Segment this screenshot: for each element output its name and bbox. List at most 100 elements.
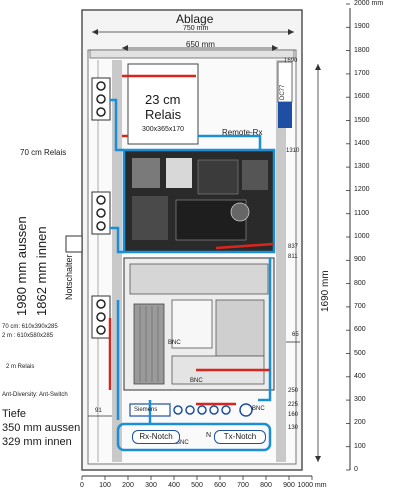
x-tick-label: 1000 mm xyxy=(297,482,327,489)
y-tick-label: 400 xyxy=(354,372,366,380)
dc77-label: DC77 xyxy=(280,84,286,100)
y-tick-label: 1800 xyxy=(354,46,370,54)
x-tick-label: 200 xyxy=(122,482,134,489)
bnc-label-1: BNC xyxy=(168,340,181,346)
y-tick-label: 1900 xyxy=(354,23,370,31)
antenna-panel-bottom xyxy=(91,295,111,339)
n160-label: 160 xyxy=(288,412,299,418)
y-tick-label: 1700 xyxy=(354,69,370,77)
arrow-750-right xyxy=(288,29,294,35)
switch-knob-4 xyxy=(209,405,219,415)
antenna-panel-top xyxy=(91,77,111,121)
x-tick-label: 500 xyxy=(191,482,203,489)
y-tick-label: 500 xyxy=(354,349,366,357)
x-tick-label: 900 xyxy=(283,482,295,489)
switch-knob-5 xyxy=(221,405,231,415)
relay-23cm-box xyxy=(127,63,199,145)
relay-2m-module-a xyxy=(171,299,213,349)
y-tick-label: 900 xyxy=(354,256,366,264)
dc77-blue xyxy=(278,102,292,128)
relais-70cm-label: 70 cm Relais xyxy=(20,148,67,157)
top-1690-label: 1690 xyxy=(284,58,298,64)
relais-2m-label: 2 m Relais xyxy=(6,364,35,370)
innen-label: 1862 mm innen xyxy=(34,226,49,316)
y-tick-label: 200 xyxy=(354,419,366,427)
switch-knob-2 xyxy=(185,405,195,415)
y-tick-label: 0 xyxy=(354,466,358,473)
arrow-1690-bottom xyxy=(315,456,321,462)
y-tick-label: 1400 xyxy=(354,139,370,147)
y-tick-label: 1200 xyxy=(354,186,370,194)
dim-650-label: 650 mm xyxy=(186,40,215,49)
ablage-label: Ablage xyxy=(176,12,214,26)
switch-knob-6 xyxy=(239,403,253,417)
relay-23cm-title-1: 23 cm xyxy=(145,92,181,107)
cables-red xyxy=(108,74,275,406)
n130-label: 130 xyxy=(288,425,299,431)
n1310-label: 1310 xyxy=(286,148,300,154)
tiefe-label: Tiefe xyxy=(2,408,27,420)
notschalter-label: Notschalter xyxy=(64,254,74,300)
aussen-label: 1980 mm aussen xyxy=(14,216,29,316)
dim-750-label: 750 mm xyxy=(183,25,209,32)
relay-2m-heatsink xyxy=(133,303,165,385)
relay-2m-top-panel xyxy=(129,263,269,295)
shelf-ablage xyxy=(89,49,295,59)
y-tick-label: 1600 xyxy=(354,93,370,101)
bnc-label-4: BNC xyxy=(176,440,189,446)
cables-blue xyxy=(110,98,272,424)
arrow-750-left xyxy=(92,29,98,35)
x-tick-label: 0 xyxy=(80,482,84,489)
y-tick-label: 1500 xyxy=(354,116,370,124)
notch-filter-frame xyxy=(116,422,272,452)
y-tick-label: 300 xyxy=(354,396,366,404)
notch-n-label: N xyxy=(206,432,212,439)
x-tick-label: 800 xyxy=(260,482,272,489)
y-axis-ticks xyxy=(346,3,350,471)
siemens-label: Siemens xyxy=(134,407,158,413)
n225-label: 225 xyxy=(288,402,299,408)
y-tick-label: 800 xyxy=(354,279,366,287)
relay-70cm-fan xyxy=(230,202,250,222)
relay-2m-heatsink-fins xyxy=(139,306,159,382)
y-tick-label: 1100 xyxy=(354,209,370,217)
x-tick-label: 100 xyxy=(99,482,111,489)
n811-label: 811 xyxy=(288,254,298,260)
bnc-label-2: BNC xyxy=(190,378,203,384)
x-tick-label: 300 xyxy=(145,482,157,489)
tx-notch-box: Tx-Notch xyxy=(214,430,266,444)
relay-70cm-unit-a xyxy=(132,158,160,188)
dim-91-label: 91 xyxy=(95,408,102,414)
relay-2m-module-b xyxy=(215,299,265,357)
remote-rx-label: Remote-Rx xyxy=(222,128,263,137)
relay-70cm-unit-d xyxy=(242,160,268,190)
tiefe-aussen-label: 350 mm aussen xyxy=(2,422,81,434)
arrow-1690-top xyxy=(315,64,321,70)
y-tick-label: 1000 xyxy=(354,233,370,240)
relay-70cm-unit-b xyxy=(166,158,192,188)
y-tick-label: 700 xyxy=(354,302,366,310)
x-tick-label: 700 xyxy=(237,482,249,489)
height-1690-label: 1690 mm xyxy=(320,270,331,312)
arrow-650-left xyxy=(122,45,128,51)
relay-70cm-unit-c xyxy=(197,159,239,195)
relay-70cm-unit-e xyxy=(132,196,168,240)
rx-notch-box: Rx-Notch xyxy=(132,430,180,444)
antenna-panel-middle xyxy=(91,191,111,235)
tiefe-innen-label: 329 mm innen xyxy=(2,436,72,448)
x-tick-label: 600 xyxy=(214,482,226,489)
y-tick-label: 2000 mm xyxy=(354,0,384,7)
n837-label: 837 xyxy=(288,244,299,250)
ant-diversity-label: Ant-Diversity: Ant-Switch xyxy=(2,392,68,398)
bnc-label-3: BNC xyxy=(252,406,265,412)
rail-right xyxy=(276,60,286,462)
rail-left xyxy=(112,60,122,462)
y-tick-label: 600 xyxy=(354,326,366,334)
arrow-650-right xyxy=(272,45,278,51)
n250-label: 250 xyxy=(288,388,299,394)
x-axis-ticks xyxy=(81,476,313,480)
n65-label: 65 xyxy=(292,332,299,338)
relay-23cm-title-2: Relais xyxy=(145,107,182,122)
switch-knob-1 xyxy=(173,405,183,415)
